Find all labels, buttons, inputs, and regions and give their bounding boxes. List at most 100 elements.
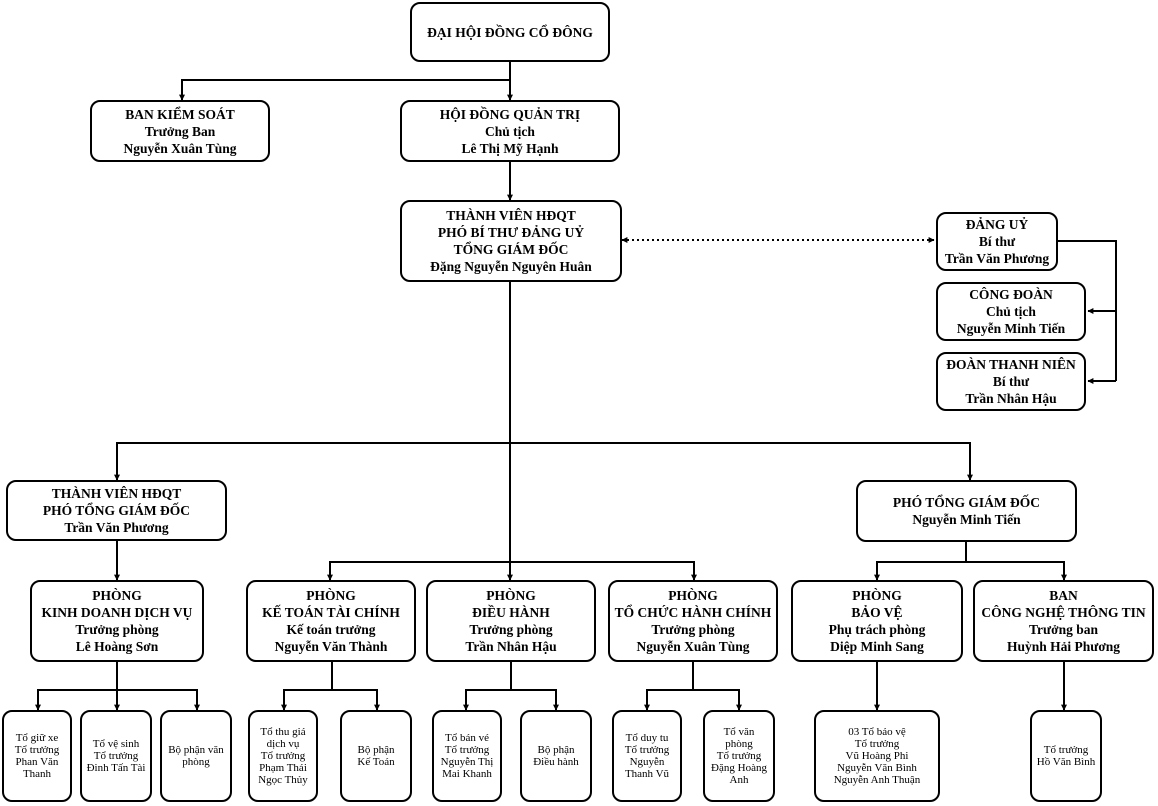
node-label-line: Bí thư	[978, 234, 1016, 249]
node-label-line: Điều hành	[533, 756, 579, 768]
edge-deputy2-security	[874, 542, 967, 581]
node-label-line: Trần Văn Phương	[944, 251, 1050, 266]
node-label-line: Huỳnh Hải Phương	[1006, 639, 1121, 654]
node-label-line: PHÒNG	[306, 588, 356, 603]
node-label-line: ĐẠI HỘI ĐỒNG CỔ ĐÔNG	[427, 24, 593, 40]
node-label-line: Nguyễn Xuân Tùng	[123, 140, 237, 156]
node-label-line: HỘI ĐỒNG QUẢN TRỊ	[439, 106, 581, 122]
node-label-line: Tổ giữ xe	[15, 732, 59, 744]
node-label-line: Kế Toán	[357, 756, 395, 768]
edge-ceo-admin	[510, 561, 697, 581]
edge-ceo-deputy2	[510, 442, 973, 481]
edge-deputy2-it	[966, 561, 1067, 581]
node-label-line: BAN KIỂM SOÁT	[125, 106, 235, 122]
node-label-line: Thanh Vũ	[624, 768, 670, 780]
node-label-line: PHÒNG	[852, 588, 902, 603]
node-label-line: Tổ thu giá	[260, 726, 306, 738]
node-label-line: Tổ trưởng	[444, 744, 490, 756]
node-label-line: PHÒNG	[92, 588, 142, 603]
node-label-line: Trần Nhân Hậu	[965, 391, 1057, 406]
node-label-line: Nguyễn Anh Thuận	[833, 774, 921, 786]
node-label-line: Trưởng phòng	[75, 622, 159, 637]
node-label-line: Mai Khanh	[442, 768, 492, 780]
node-label-line: PHÓ BÍ THƯ ĐẢNG UỶ	[437, 225, 585, 240]
node-deputy-director-2: PHÓ TỔNG GIÁM ĐỐC Nguyễn Minh Tiến	[856, 480, 1077, 542]
node-label-line: THÀNH VIÊN HĐQT	[51, 486, 182, 501]
node-label-line: dịch vụ	[266, 738, 300, 750]
node-label-line: PHÒNG	[668, 588, 718, 603]
edge-business-parking	[35, 662, 118, 711]
node-label-line: Nguyễn Thị	[440, 756, 494, 768]
node-label-line: Trưởng ban	[1029, 622, 1098, 637]
node-label-line: TỔNG GIÁM ĐỐC	[453, 242, 569, 257]
node-label-line: Nguyễn Minh Tiến	[912, 512, 1021, 527]
node-label-line: Trưởng phòng	[469, 622, 553, 637]
node-label-line: Ngọc Thủy	[258, 774, 308, 786]
edge-accounting-team	[332, 689, 380, 711]
node-label-line: Chủ tịch	[986, 304, 1036, 319]
node-label-line: PHÓ TỔNG GIÁM ĐỐC	[42, 503, 191, 518]
node-label-line: Nguyễn Xuân Tùng	[636, 639, 750, 654]
node-label-line: 03 Tổ bảo vệ	[848, 726, 906, 738]
node-label-line: KINH DOANH DỊCH VỤ	[41, 605, 193, 620]
node-label-line: Nguyễn Văn Bình	[837, 762, 917, 774]
node-label-line: Tổ trưởng	[854, 738, 900, 750]
node-label-line: phòng	[182, 756, 210, 768]
node-label-line: Tổ bán vé	[445, 732, 489, 744]
edge-business-office	[117, 689, 200, 711]
node-label-line: Nguyễn Văn Thành	[274, 639, 388, 654]
edge-party-organizations	[1058, 240, 1117, 381]
node-label-line: Tổ duy tu	[625, 732, 669, 744]
node-label-line: Tổ trưởng	[93, 750, 139, 762]
edge-operations-tickets	[463, 662, 512, 711]
node-label-line: Tổ văn phòng	[723, 726, 755, 750]
node-label-line: Bộ phận	[357, 744, 395, 756]
node-label-line: Tổ trưởng	[624, 744, 670, 756]
edge-operations-dispatch	[511, 689, 559, 711]
node-label-line: Diệp Minh Sang	[830, 639, 924, 654]
node-label-line: Anh	[729, 774, 749, 786]
edge-ceo-deputies	[114, 282, 511, 481]
edge-shareholders-supervisory	[179, 62, 511, 101]
node-label-line: Tổ trưởng	[14, 744, 60, 756]
node-label-line: ĐIỀU HÀNH	[472, 605, 550, 620]
node-label-line: Nguyễn Minh Tiến	[956, 321, 1066, 336]
node-label-line: Vũ Hoàng Phi	[845, 750, 909, 762]
node-label-line: Tổ vệ sinh	[92, 738, 140, 750]
node-label-line: Bí thư	[992, 374, 1030, 389]
node-label-line: Đinh Tấn Tài	[86, 762, 146, 774]
node-label-line: Trưởng phòng	[651, 622, 735, 637]
node-label-line: BẢO VỆ	[851, 605, 903, 620]
node-label-line: CÔNG NGHỆ THÔNG TIN	[981, 605, 1146, 620]
node-label-line: Nguyễn	[629, 756, 665, 768]
node-label-line: PHÒNG	[486, 588, 536, 603]
node-label-line: ĐOÀN THANH NIÊN	[946, 357, 1076, 372]
node-label-line: Bộ phận văn	[168, 744, 224, 756]
node-label-line: Trần Nhân Hậu	[465, 639, 557, 654]
node-label-line: Lê Thị Mỹ Hạnh	[461, 140, 559, 156]
node-label-line: Tổ trưởng	[260, 750, 306, 762]
node-label-line: Thanh	[22, 768, 52, 780]
edge-accounting-service	[281, 662, 333, 711]
node-label-line: Bộ phận	[537, 744, 575, 756]
node-label-line: PHÓ TỔNG GIÁM ĐỐC	[892, 495, 1041, 510]
node-label-line: Phụ trách phòng	[828, 622, 926, 637]
node-label-line: Đặng Hoàng	[711, 762, 767, 774]
